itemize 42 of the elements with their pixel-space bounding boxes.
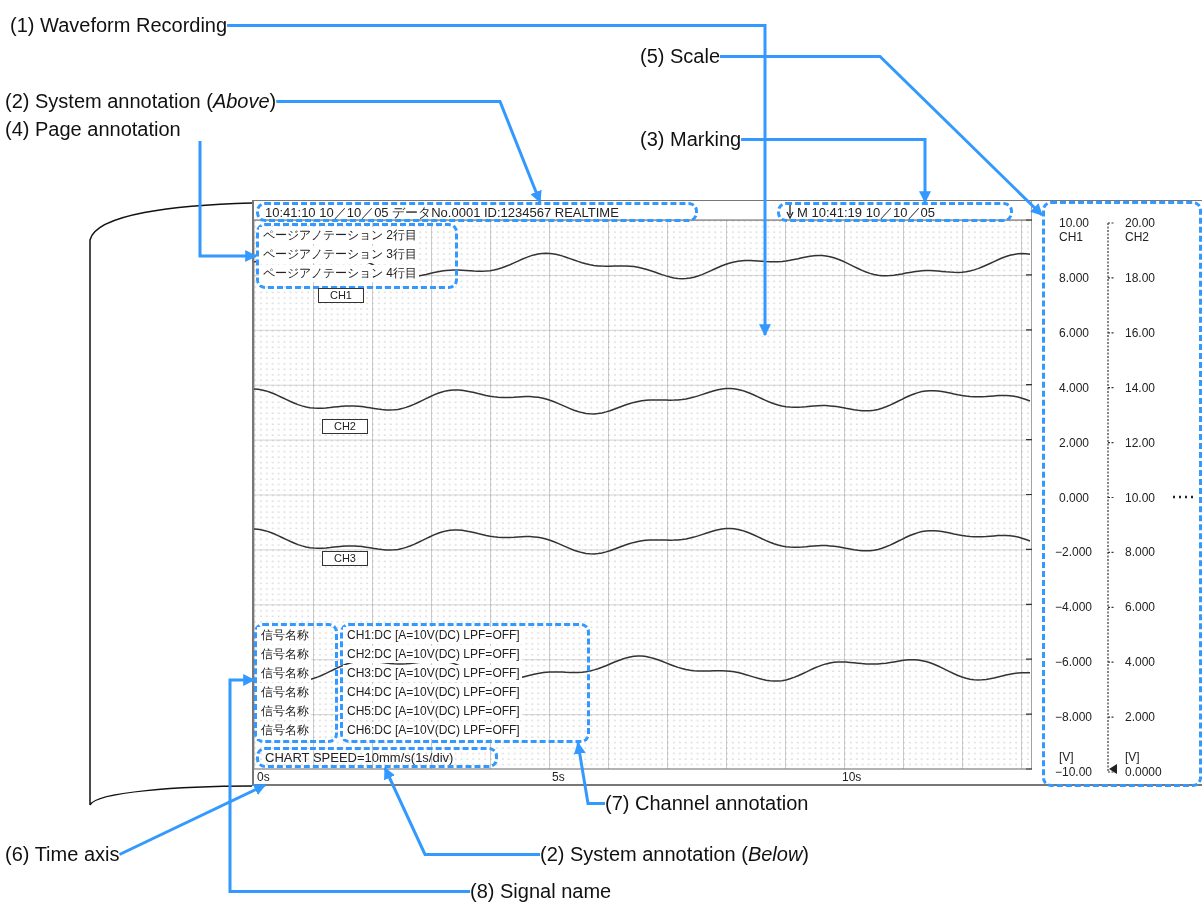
scale-value: 18.00	[1125, 270, 1156, 285]
scale-value: −4.000	[1055, 600, 1093, 615]
scale-value: −6.000	[1055, 655, 1093, 670]
time-label: 0s	[257, 770, 270, 784]
time-label: 5s	[552, 770, 565, 784]
channel-annotation-text: CH6:DC [A=10V(DC) LPF=OFF]	[343, 722, 522, 739]
channel-annotation-text: CH1:DC [A=10V(DC) LPF=OFF]	[343, 627, 522, 644]
signal-name-text: 信号名称	[257, 646, 311, 663]
scale-value: 12.00	[1125, 435, 1156, 450]
scale-value: 8.000	[1059, 270, 1090, 285]
scale-value: 10.00	[1125, 490, 1156, 505]
channel-annotation-text: CH3:DC [A=10V(DC) LPF=OFF]	[343, 665, 522, 682]
scale-value: CH1	[1059, 230, 1083, 244]
scale-value: 14.00	[1125, 380, 1156, 395]
signal-name-text: 信号名称	[257, 703, 311, 720]
channel-annotation-text: CH4:DC [A=10V(DC) LPF=OFF]	[343, 684, 522, 701]
scale-value: 2.000	[1059, 435, 1090, 450]
scale-value: 8.000	[1125, 545, 1156, 560]
signal-name-text: 信号名称	[257, 627, 311, 644]
scale-value: −10.00	[1055, 765, 1093, 779]
scale-value: 0.0000	[1125, 765, 1162, 779]
channel-annotation-text: CH2:DC [A=10V(DC) LPF=OFF]	[343, 646, 522, 663]
scale-value: 6.000	[1125, 600, 1156, 615]
channel-annotation-text: CH5:DC [A=10V(DC) LPF=OFF]	[343, 703, 522, 720]
scale-value: 2.000	[1125, 710, 1156, 725]
scale-value: −8.000	[1055, 710, 1093, 725]
scale-value: 16.00	[1125, 325, 1156, 340]
scale-value: 10.00	[1059, 216, 1090, 230]
scale-value: [V]	[1125, 750, 1140, 764]
signal-name-text: 信号名称	[257, 684, 311, 701]
signal-name-text: 信号名称	[257, 722, 311, 739]
scale-value: 4.000	[1125, 655, 1156, 670]
signal-name-text: 信号名称	[257, 665, 311, 682]
scale-value: CH2	[1125, 230, 1149, 244]
time-label: 10s	[842, 770, 862, 784]
scale-value: 20.00	[1125, 216, 1156, 230]
scale-value: 6.000	[1059, 325, 1090, 340]
scale-value: 4.000	[1059, 380, 1090, 395]
scale-value: 0.000	[1059, 490, 1090, 505]
scale-value: [V]	[1059, 750, 1074, 764]
marking-text: M 10:41:19 10／10／05	[797, 205, 936, 220]
scale-value: −2.000	[1055, 545, 1093, 560]
